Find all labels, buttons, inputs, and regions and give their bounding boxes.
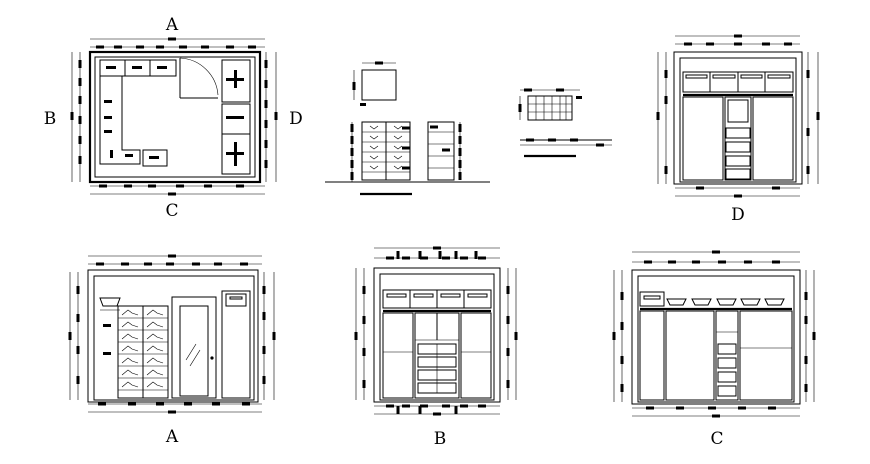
plan-door [179,57,219,99]
shelf-side-section [427,121,462,181]
drawer-detail [352,61,397,106]
elevation-c-label: C [710,429,723,449]
drawer-stack-front [325,121,490,196]
elevation-b-label: B [434,429,447,449]
elevation-a: A [68,254,276,447]
grid-panel-detail [518,88,612,158]
plan-label-bottom: C [165,201,178,221]
elevation-d: D [656,34,820,225]
plan-dimensions [70,37,278,196]
plan-label-left: B [44,109,57,129]
plan-outer-wall [88,50,262,184]
plan-left-cabinets [99,75,168,167]
elevation-c: C [612,250,816,449]
plan-top-cabinets [99,59,177,77]
elevation-d-label: D [731,205,745,225]
floor-plan: A B D C [44,15,303,221]
plan-label-right: D [289,109,303,129]
elevation-a-label: A [165,427,179,447]
plan-right-cabinets [221,59,251,175]
plan-label-top: A [165,15,179,35]
elevation-b: B [354,246,518,449]
